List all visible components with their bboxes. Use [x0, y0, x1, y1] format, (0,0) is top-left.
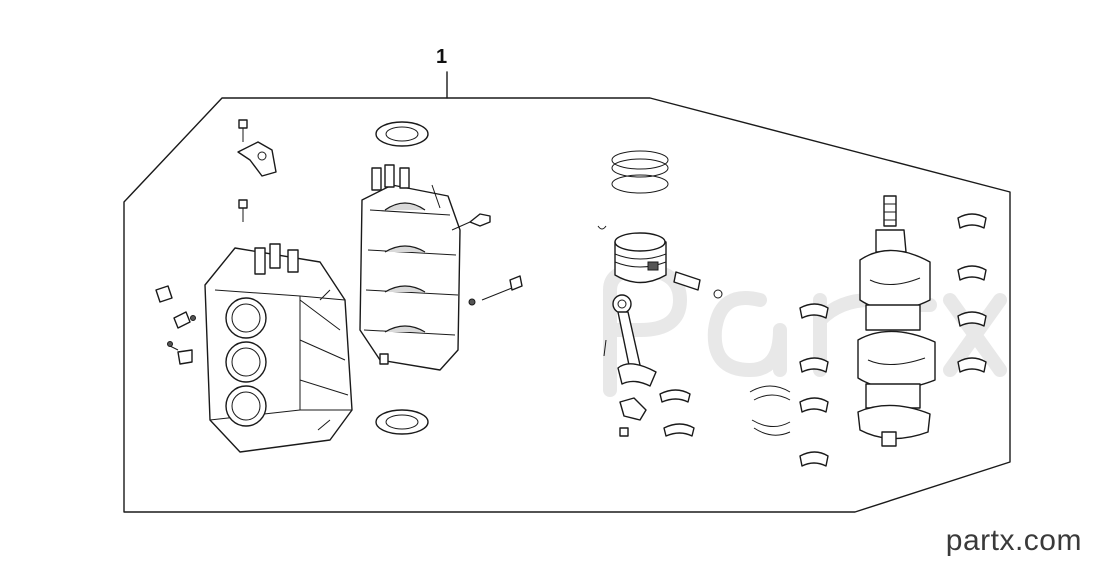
rod-cap-bearings[interactable] [619, 389, 695, 437]
partx-logo: partx.com [945, 524, 1082, 557]
piston-rings[interactable] [611, 150, 669, 194]
main-bearings-left[interactable] [799, 303, 829, 467]
cylinder-block[interactable] [204, 243, 353, 453]
crankcase-cover[interactable] [359, 164, 461, 371]
thrust-washers[interactable] [749, 385, 791, 436]
connecting-rod[interactable] [603, 294, 657, 387]
piston-clip[interactable] [597, 225, 607, 230]
crankshaft[interactable] [857, 195, 936, 447]
crankcase-bolts[interactable] [379, 213, 523, 365]
piston-pin[interactable] [673, 271, 723, 299]
block-fasteners[interactable] [155, 285, 196, 365]
mounting-bracket[interactable] [237, 119, 277, 177]
piston[interactable] [614, 232, 667, 284]
bracket-bolt[interactable] [238, 199, 248, 222]
oil-seal-top[interactable] [375, 121, 429, 147]
oil-seal-bottom[interactable] [375, 409, 429, 435]
kit-outline [123, 97, 1011, 513]
callout-number: 1 [436, 46, 448, 68]
background-watermark [603, 263, 1007, 397]
main-bearings-right[interactable] [957, 213, 987, 373]
